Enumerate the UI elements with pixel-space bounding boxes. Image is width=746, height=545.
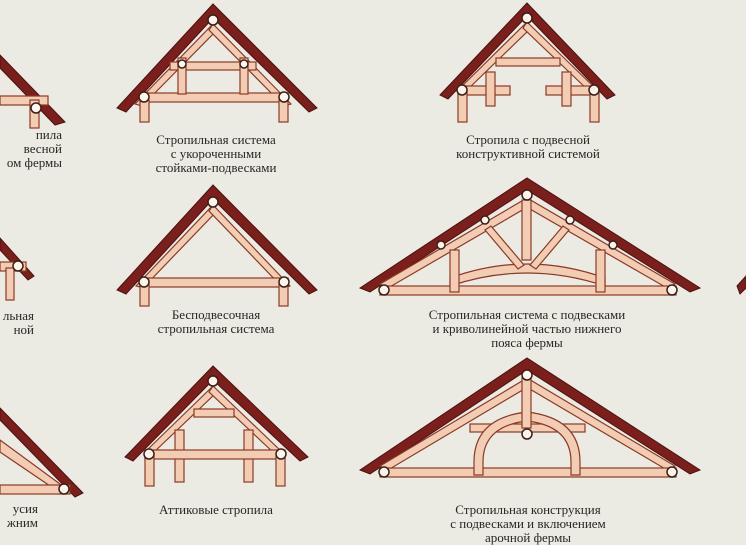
truss-attic xyxy=(124,365,309,487)
truss-arched xyxy=(358,357,702,478)
truss-partial-left-top xyxy=(0,54,66,129)
truss-partial-left-bot xyxy=(0,407,84,498)
truss-partial-right-mid xyxy=(736,275,746,295)
caption-left-bot: усия жним xyxy=(6,501,38,530)
truss-curved-chord xyxy=(358,177,702,296)
truss-suspended xyxy=(439,2,616,123)
truss-no-hanger xyxy=(116,184,318,307)
truss-short-posts xyxy=(116,3,318,123)
truss-partial-left-mid xyxy=(0,237,35,301)
caption-no-hanger: Бесподвесочная стропильная система xyxy=(157,307,275,336)
caption-curved-chord: Стропильная система с подвесками и криво… xyxy=(428,307,626,350)
caption-arched: Стропильная конструкция с подвесками и в… xyxy=(450,502,606,545)
caption-left-mid: льная ной xyxy=(2,308,34,337)
caption-left-top: пила весной ом фермы xyxy=(6,127,62,170)
caption-suspended: Стропила с подвесной конструктивной сист… xyxy=(456,132,600,161)
caption-short-posts: Стропильная система с укороченными стойк… xyxy=(155,132,277,175)
caption-attic: Аттиковые стропила xyxy=(159,502,273,517)
